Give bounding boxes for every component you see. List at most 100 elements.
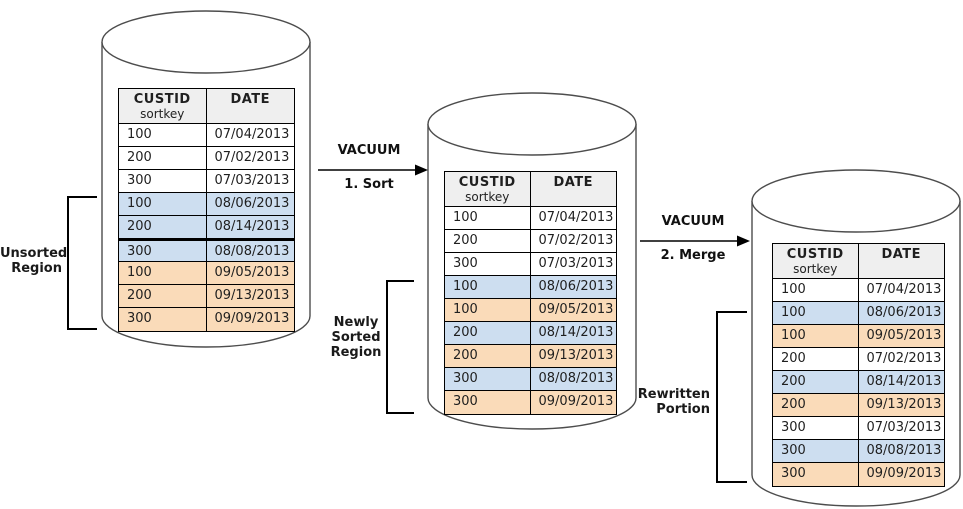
date-cell: 08/14/2013 xyxy=(538,325,614,340)
date-cell: 08/14/2013 xyxy=(866,374,942,389)
custid-cell: 200 xyxy=(119,285,207,307)
table-before-vacuum: CUSTID sortkey DATE 100 07/04/2013 200 07/0… xyxy=(118,88,295,332)
custid-cell: 200 xyxy=(119,216,207,238)
custid-cell: 300 xyxy=(119,170,207,192)
date-cell: 09/09/2013 xyxy=(866,466,942,481)
custid-column-header: CUSTID xyxy=(786,247,844,262)
custid-cell: 300 xyxy=(119,308,207,331)
date-cell: 09/13/2013 xyxy=(866,397,942,412)
table-row: 100 09/05/2013 xyxy=(445,299,616,322)
vacuum-sort-title: VACUUM xyxy=(337,143,401,158)
custid-header-cell: CUSTID sortkey xyxy=(773,244,859,278)
table-row: 200 08/14/2013 xyxy=(773,371,944,394)
date-cell: 08/08/2013 xyxy=(214,244,290,259)
sortkey-label: sortkey xyxy=(140,107,185,121)
custid-cell: 100 xyxy=(119,124,207,146)
custid-cell: 200 xyxy=(773,394,859,416)
date-cell: 07/03/2013 xyxy=(866,420,942,435)
date-cell: 07/04/2013 xyxy=(538,210,614,225)
sortkey-label: sortkey xyxy=(465,190,510,204)
table-row: 200 08/14/2013 xyxy=(445,322,616,345)
custid-cell: 100 xyxy=(119,262,207,284)
newly-sorted-region-bracket xyxy=(386,280,414,414)
vacuum-merge-title: VACUUM xyxy=(661,214,725,229)
date-cell: 09/09/2013 xyxy=(538,394,614,409)
table-body: 100 07/04/2013 200 07/02/2013 300 07/03/2013 1… xyxy=(119,124,294,331)
custid-column-header: CUSTID xyxy=(133,92,191,107)
date-cell: 08/06/2013 xyxy=(538,279,614,294)
table-row: 300 08/08/2013 xyxy=(119,239,294,262)
custid-cell: 100 xyxy=(445,299,531,321)
custid-cell: 100 xyxy=(445,276,531,298)
table-header: CUSTID sortkey DATE xyxy=(445,172,616,207)
custid-cell: 300 xyxy=(445,368,531,390)
custid-cell: 100 xyxy=(445,207,531,229)
custid-column-header: CUSTID xyxy=(458,175,516,190)
date-column-header: DATE xyxy=(553,175,594,190)
table-row: 300 07/03/2013 xyxy=(119,170,294,193)
arrow-right-icon xyxy=(640,235,750,247)
table-row: 300 09/09/2013 xyxy=(445,391,616,414)
date-cell: 07/03/2013 xyxy=(214,173,290,188)
custid-cell: 300 xyxy=(773,440,859,462)
table-row: 300 07/03/2013 xyxy=(773,417,944,440)
date-cell: 07/03/2013 xyxy=(538,256,614,271)
date-cell: 09/05/2013 xyxy=(538,302,614,317)
custid-cell: 300 xyxy=(119,241,207,261)
custid-cell: 300 xyxy=(445,253,531,275)
custid-cell: 300 xyxy=(773,463,859,486)
unsorted-region-bracket xyxy=(67,196,97,330)
custid-cell: 200 xyxy=(445,322,531,344)
date-column-header: DATE xyxy=(230,92,271,107)
table-row: 300 09/09/2013 xyxy=(773,463,944,486)
unsorted-region-label: Unsorted Region xyxy=(0,246,68,276)
date-cell: 08/06/2013 xyxy=(214,196,290,211)
date-cell: 09/13/2013 xyxy=(538,348,614,363)
custid-cell: 100 xyxy=(119,193,207,215)
newly-sorted-region-label: Newly Sorted Region xyxy=(330,315,382,360)
table-row: 100 08/06/2013 xyxy=(119,193,294,216)
date-cell: 09/13/2013 xyxy=(214,288,290,303)
table-row: 100 08/06/2013 xyxy=(445,276,616,299)
date-cell: 09/05/2013 xyxy=(866,328,942,343)
date-cell: 08/08/2013 xyxy=(866,443,942,458)
table-row: 100 07/04/2013 xyxy=(445,207,616,230)
table-row: 300 08/08/2013 xyxy=(445,368,616,391)
date-cell: 07/02/2013 xyxy=(866,351,942,366)
arrow-right-icon xyxy=(318,164,428,176)
date-cell: 07/02/2013 xyxy=(538,233,614,248)
vacuum-sort-step: 1. Sort xyxy=(344,177,394,192)
table-row: 200 07/02/2013 xyxy=(119,147,294,170)
custid-cell: 200 xyxy=(119,147,207,169)
table-row: 300 07/03/2013 xyxy=(445,253,616,276)
date-column-header: DATE xyxy=(881,247,922,262)
custid-cell: 300 xyxy=(773,417,859,439)
date-header-cell: DATE xyxy=(207,89,295,123)
date-header-cell: DATE xyxy=(859,244,945,278)
table-header: CUSTID sortkey DATE xyxy=(773,244,944,279)
rewritten-portion-label: Rewritten Portion xyxy=(637,387,710,417)
date-cell: 09/09/2013 xyxy=(214,311,290,326)
date-cell: 07/04/2013 xyxy=(214,127,290,142)
sortkey-label: sortkey xyxy=(793,262,838,276)
date-cell: 08/14/2013 xyxy=(214,219,290,234)
vacuum-merge-step: 2. Merge xyxy=(660,248,726,263)
date-cell: 07/02/2013 xyxy=(214,150,290,165)
table-row: 200 09/13/2013 xyxy=(773,394,944,417)
custid-cell: 200 xyxy=(773,371,859,393)
rewritten-portion-bracket xyxy=(716,311,747,483)
date-cell: 08/08/2013 xyxy=(538,371,614,386)
table-header: CUSTID sortkey DATE xyxy=(119,89,294,124)
custid-cell: 100 xyxy=(773,325,859,347)
custid-cell: 300 xyxy=(445,391,531,414)
custid-cell: 100 xyxy=(773,279,859,301)
date-header-cell: DATE xyxy=(531,172,617,206)
